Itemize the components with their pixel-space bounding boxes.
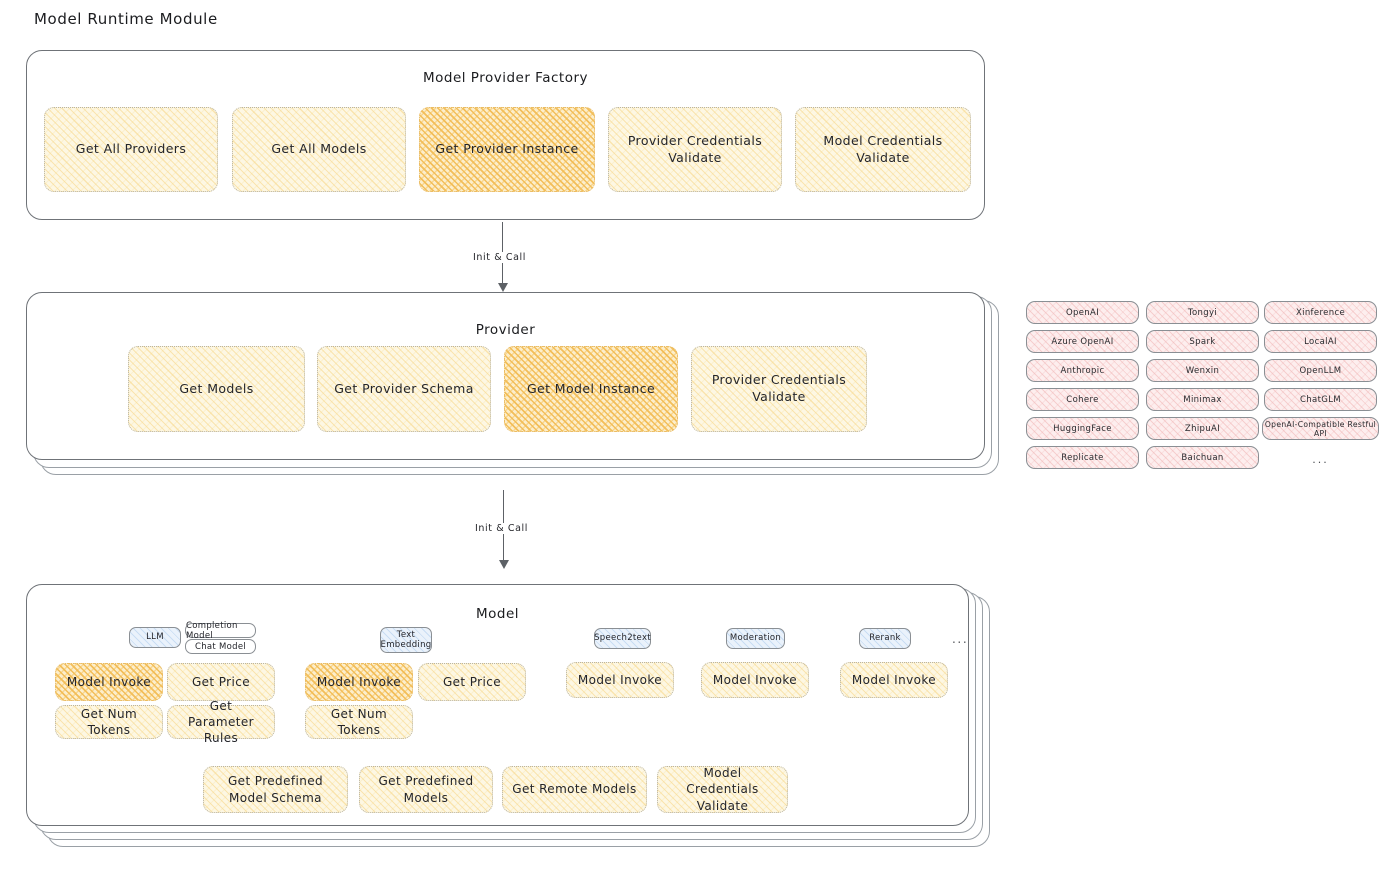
provider-chip-openai-compatible-restful-api[interactable]: OpenAI-Compatible Restful API <box>1262 417 1379 440</box>
model-subtype-chip-completion-model[interactable]: Completion Model <box>185 621 256 641</box>
provider-chip-anthropic[interactable]: Anthropic <box>1026 359 1139 382</box>
provider-box-get-model-instance[interactable]: Get Model Instance <box>504 346 678 432</box>
provider-box-get-models[interactable]: Get Models <box>128 346 305 432</box>
provider-chip-xinference[interactable]: Xinference <box>1264 301 1377 324</box>
provider-chip-localai[interactable]: LocalAI <box>1264 330 1377 353</box>
model-method-moderation-model-invoke[interactable]: Model Invoke <box>701 662 809 698</box>
provider-chip-baichuan[interactable]: Baichuan <box>1146 446 1259 469</box>
model-type-chip-moderation[interactable]: Moderation <box>726 628 785 649</box>
factory-box-get-provider-instance[interactable]: Get Provider Instance <box>419 107 595 192</box>
arrow-label-init-and-call-2: Init & Call <box>472 523 531 534</box>
page-title: Model Runtime Module <box>34 10 218 28</box>
model-method-llm-get-price[interactable]: Get Price <box>167 663 275 701</box>
factory-box-provider-credentials-validate[interactable]: Provider Credentials Validate <box>608 107 782 192</box>
provider-chip-huggingface[interactable]: HuggingFace <box>1026 417 1139 440</box>
model-panel: Model <box>26 584 969 826</box>
model-method-llm-get-num-tokens[interactable]: Get Num Tokens <box>55 705 163 739</box>
model-method-llm-model-invoke[interactable]: Model Invoke <box>55 663 163 701</box>
factory-box-get-all-models[interactable]: Get All Models <box>232 107 406 192</box>
provider-title: Provider <box>475 322 536 338</box>
model-type-chip-rerank[interactable]: Rerank <box>859 628 911 649</box>
arrow-factory-to-provider-head <box>498 283 508 292</box>
model-method-speech2text-model-invoke[interactable]: Model Invoke <box>566 662 674 698</box>
model-type-chip-more: ... <box>952 632 969 646</box>
provider-box-provider-credentials-validate[interactable]: Provider Credentials Validate <box>691 346 867 432</box>
provider-chip-cohere[interactable]: Cohere <box>1026 388 1139 411</box>
provider-chip-zhipuai[interactable]: ZhipuAI <box>1146 417 1259 440</box>
provider-chip-more: ... <box>1312 452 1329 466</box>
model-method-llm-get-parameter-rules[interactable]: Get Parameter Rules <box>167 699 275 745</box>
model-method-text-embedding-get-num-tokens[interactable]: Get Num Tokens <box>305 705 413 739</box>
model-method-rerank-model-invoke[interactable]: Model Invoke <box>840 662 948 698</box>
provider-chip-azure-openai[interactable]: Azure OpenAI <box>1026 330 1139 353</box>
provider-chip-replicate[interactable]: Replicate <box>1026 446 1139 469</box>
provider-chip-openllm[interactable]: OpenLLM <box>1264 359 1377 382</box>
model-method-text-embedding-model-invoke[interactable]: Model Invoke <box>305 663 413 701</box>
arrow-label-init-and-call-1: Init & Call <box>470 252 529 263</box>
provider-box-get-provider-schema[interactable]: Get Provider Schema <box>317 346 491 432</box>
model-title: Model <box>475 606 520 622</box>
provider-chip-openai[interactable]: OpenAI <box>1026 301 1139 324</box>
model-shared-method-model-credentials-validate[interactable]: Model Credentials Validate <box>657 766 788 813</box>
model-method-text-embedding-get-price[interactable]: Get Price <box>418 663 526 701</box>
provider-chip-spark[interactable]: Spark <box>1146 330 1259 353</box>
model-subtype-chip-chat-model[interactable]: Chat Model <box>185 639 256 654</box>
provider-chip-wenxin[interactable]: Wenxin <box>1146 359 1259 382</box>
model-shared-method-get-remote-models[interactable]: Get Remote Models <box>502 766 647 813</box>
model-shared-method-get-predefined-models[interactable]: Get Predefined Models <box>359 766 493 813</box>
model-type-chip-speech2text[interactable]: Speech2text <box>594 628 651 649</box>
provider-chip-tongyi[interactable]: Tongyi <box>1146 301 1259 324</box>
provider-chip-minimax[interactable]: Minimax <box>1146 388 1259 411</box>
model-provider-factory-title: Model Provider Factory <box>422 70 588 86</box>
provider-chip-chatglm[interactable]: ChatGLM <box>1264 388 1377 411</box>
model-shared-method-get-predefined-model-schema[interactable]: Get Predefined Model Schema <box>203 766 348 813</box>
model-type-chip-text-embedding[interactable]: Text Embedding <box>380 627 432 653</box>
factory-box-get-all-providers[interactable]: Get All Providers <box>44 107 218 192</box>
arrow-provider-to-model-head <box>499 560 509 569</box>
model-type-chip-llm[interactable]: LLM <box>129 627 181 648</box>
factory-box-model-credentials-validate[interactable]: Model Credentials Validate <box>795 107 971 192</box>
